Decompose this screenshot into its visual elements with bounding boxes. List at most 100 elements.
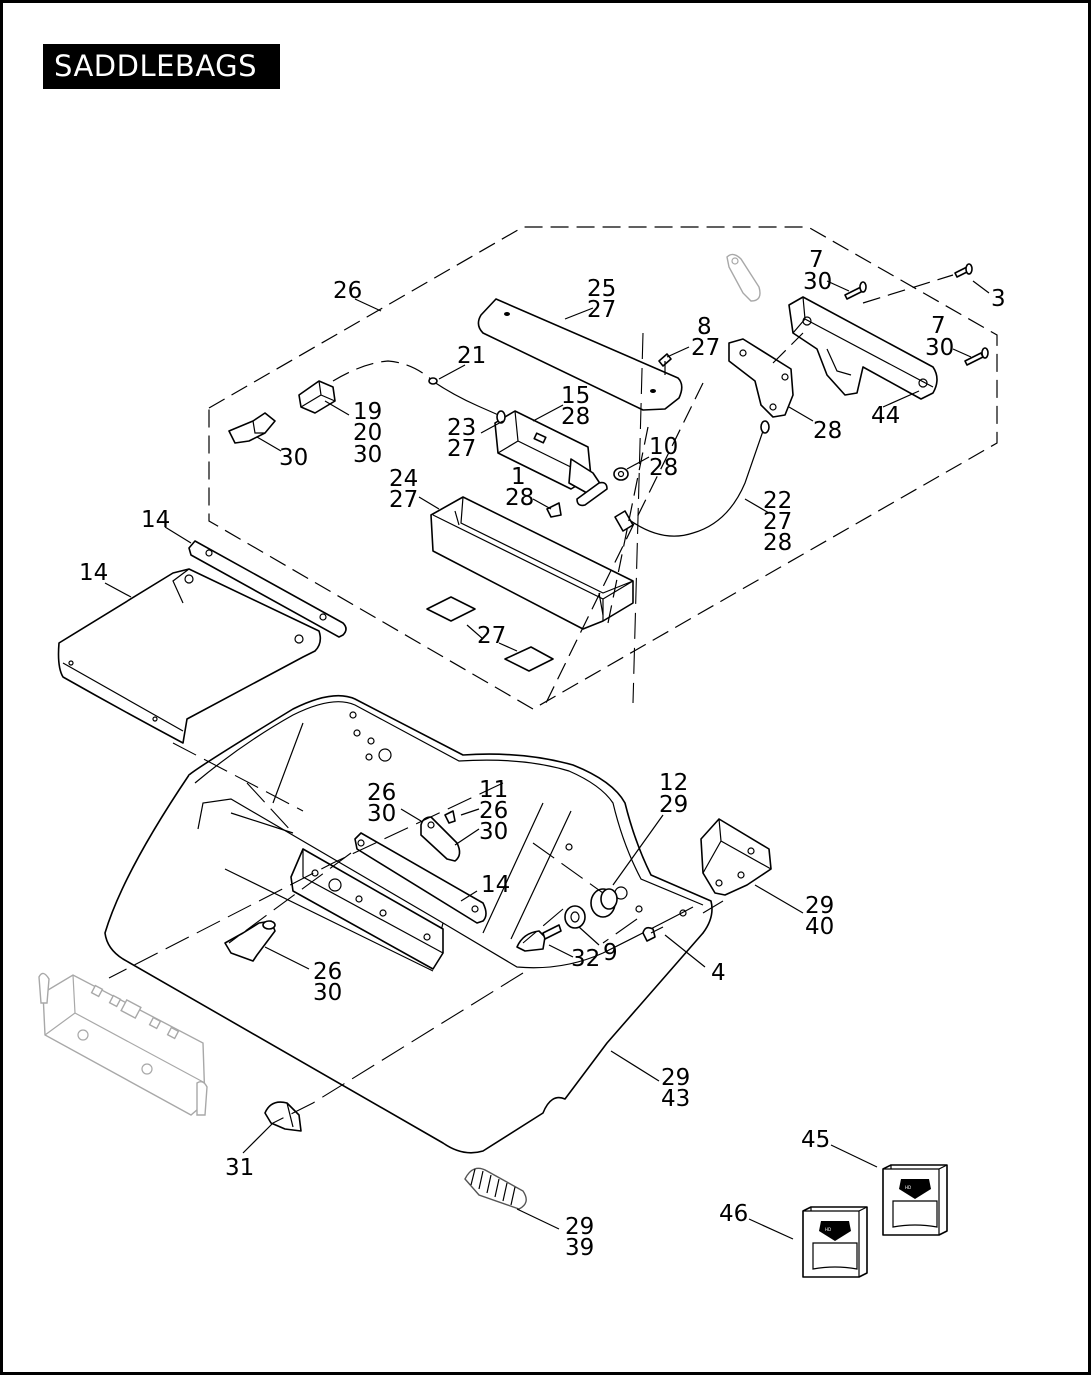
callout-28: 28: [763, 530, 792, 556]
callout-27: 27: [763, 509, 792, 535]
callout-30: 30: [803, 269, 832, 295]
alignment-line: [607, 426, 649, 624]
screw-7b: [964, 347, 989, 366]
strip-14: [188, 540, 347, 638]
alignment-line: [862, 274, 954, 304]
alignment-line: [522, 908, 638, 944]
callout-labels: 26 25 27 7 30 3 7 30 8 27 21 19 20 30 15…: [79, 247, 1006, 1261]
latch-assembly-reference: [38, 972, 208, 1116]
callout-25: 25: [587, 276, 616, 302]
link-1: [546, 481, 608, 518]
callout-14: 14: [481, 872, 510, 898]
callout-15: 15: [561, 383, 590, 409]
release-cable-22: [614, 420, 770, 537]
callout-27: 27: [389, 487, 418, 513]
callout-46: 46: [719, 1201, 748, 1227]
callout-24: 24: [389, 466, 418, 492]
grip-pad-39: [464, 1167, 527, 1210]
callout-29: 29: [659, 792, 688, 818]
callout-27: 27: [691, 335, 720, 361]
callout-45: 45: [801, 1127, 830, 1153]
callout-30: 30: [353, 442, 382, 468]
callout-21: 21: [457, 343, 486, 369]
callout-12: 12: [659, 770, 688, 796]
callout-44: 44: [871, 403, 900, 429]
callout-7: 7: [809, 247, 824, 273]
inner-strip-14: [354, 832, 487, 924]
callout-40: 40: [805, 914, 834, 940]
kit-box-45: HD: [882, 1164, 948, 1236]
plate-25: [477, 298, 683, 411]
kit-box-46: HD: [802, 1206, 868, 1278]
callout-4: 4: [711, 960, 726, 986]
grommet-12: [590, 888, 618, 918]
callout-43: 43: [661, 1086, 690, 1112]
latch-lever: [726, 253, 761, 302]
callout-27: 27: [447, 436, 476, 462]
screw-3: [954, 263, 973, 278]
clip-30: [228, 412, 276, 444]
callout-28: 28: [649, 455, 678, 481]
callout-10: 10: [649, 434, 678, 460]
callout-22: 22: [763, 488, 792, 514]
alignment-line: [108, 782, 504, 979]
hinge-bracket-44: [788, 296, 938, 400]
cable-21: [332, 360, 504, 418]
callout-23: 23: [447, 415, 476, 441]
exploded-view-drawing: HD HD: [38, 226, 1006, 1278]
callout-26: 26: [479, 798, 508, 824]
alignment-line: [702, 900, 724, 914]
leader-lines: [104, 280, 990, 1240]
callout-26: 26: [367, 780, 396, 806]
harley-davidson-logo-icon: HD: [899, 1179, 931, 1199]
callout-8: 8: [697, 314, 712, 340]
alignment-line: [542, 382, 704, 710]
callout-30: 30: [313, 980, 342, 1006]
callout-30: 30: [279, 445, 308, 471]
callout-30: 30: [479, 819, 508, 845]
callout-26: 26: [333, 278, 362, 304]
callout-28: 28: [561, 404, 590, 430]
alignment-line: [632, 332, 644, 704]
callout-29: 29: [805, 893, 834, 919]
svg-text:HD: HD: [825, 1227, 831, 1232]
callout-7: 7: [931, 313, 946, 339]
screw-7a: [844, 281, 867, 300]
callout-20: 20: [353, 420, 382, 446]
callout-9: 9: [603, 940, 618, 966]
callout-32: 32: [571, 946, 600, 972]
callout-31: 31: [225, 1155, 254, 1181]
callout-26: 26: [313, 959, 342, 985]
callout-14: 14: [79, 560, 108, 586]
callout-3: 3: [991, 286, 1006, 312]
bracket-28: [728, 338, 794, 418]
screw-4: [642, 926, 664, 942]
callout-29: 29: [661, 1065, 690, 1091]
harley-davidson-logo-icon: HD: [819, 1221, 851, 1241]
page-title: SADDLEBAGS: [43, 44, 280, 89]
alignment-line: [172, 742, 304, 834]
alignment-line: [532, 842, 604, 894]
callout-27: 27: [477, 623, 506, 649]
alignment-line: [772, 332, 804, 364]
washer-9: [564, 905, 586, 929]
stud-32: [516, 924, 562, 952]
tray-24: [430, 496, 634, 630]
lock-actuator-15: [494, 410, 602, 494]
callout-30: 30: [367, 801, 396, 827]
callout-27: 27: [587, 297, 616, 323]
callout-11: 11: [479, 777, 508, 803]
mounting-plate-14: [290, 848, 444, 970]
callout-19: 19: [353, 399, 382, 425]
liner-14: [57, 568, 322, 744]
connector-19: [298, 380, 336, 414]
callout-14: 14: [141, 507, 170, 533]
svg-text:HD: HD: [905, 1185, 911, 1190]
callout-28: 28: [505, 485, 534, 511]
callout-30: 30: [925, 335, 954, 361]
lock-cylinder-26: [224, 920, 276, 962]
nut-10: [613, 467, 629, 481]
callout-28: 28: [813, 418, 842, 444]
alignment-line: [272, 972, 524, 1124]
